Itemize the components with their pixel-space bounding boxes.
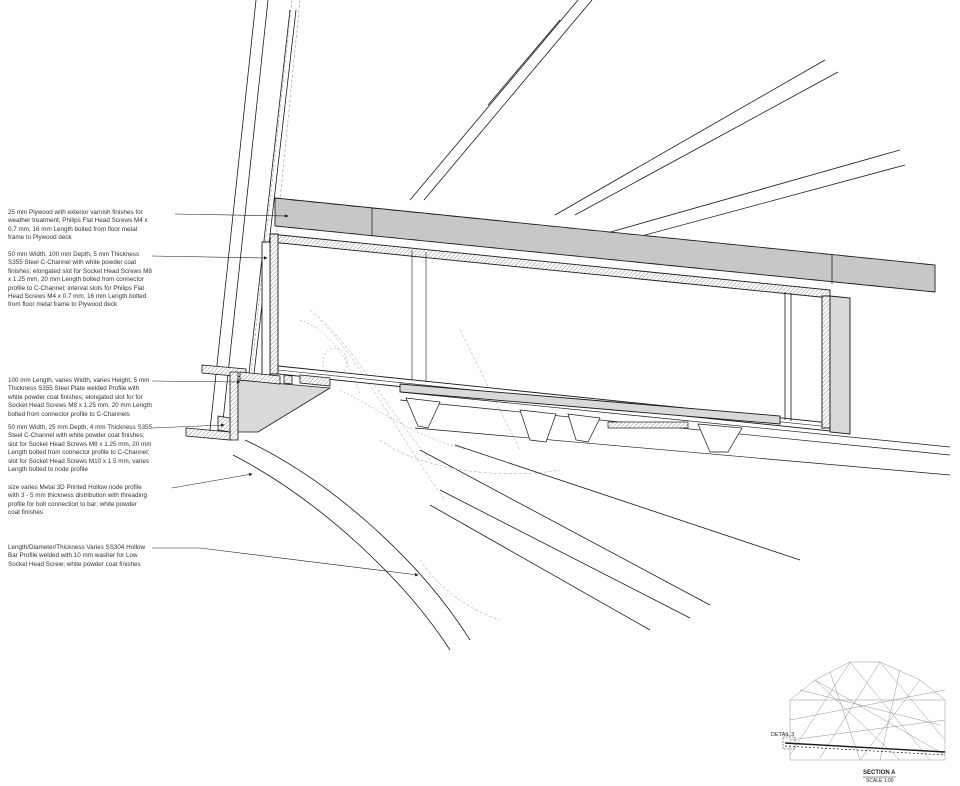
c-channel-frame [261,233,851,435]
lower-rail [399,391,951,476]
inset-section-title: SECTION A [863,770,896,776]
lower-diagonal-bars [232,439,801,651]
leader-lines [151,213,419,577]
inset-scale: SCALE 1:00 [866,778,894,784]
inset-structure [789,661,946,761]
upper-diagonal-bars [409,0,906,246]
annotation-steel-plate: 100 mm Length, varies Width, varies Heig… [8,377,152,418]
annotation-plywood: 25 mm Plywood with exterior varnish fini… [8,209,148,242]
annotation-c-channel-main: 50 mm Width, 100 mm Depth, 5 mm Thicknes… [8,251,152,309]
connector-brackets [405,397,743,453]
node-connector [185,364,332,441]
annotation-c-channel-small: 50 mm Width, 25 mm Depth, 4 mm Thickness… [8,424,153,474]
lower-bars-hidden [309,309,561,621]
plywood-deck [274,197,936,293]
inset-deck [784,742,946,756]
annotation-node-profile: size varies Metal 3D Printed Hollow node… [8,484,147,517]
annotation-hollow-bar: Length/Diameter/Thickness Varies SS304 H… [8,544,146,568]
inset-detail-marker [782,736,796,750]
node-hidden [299,319,471,451]
inset-detail-label: DETAIL 3 [771,732,795,738]
